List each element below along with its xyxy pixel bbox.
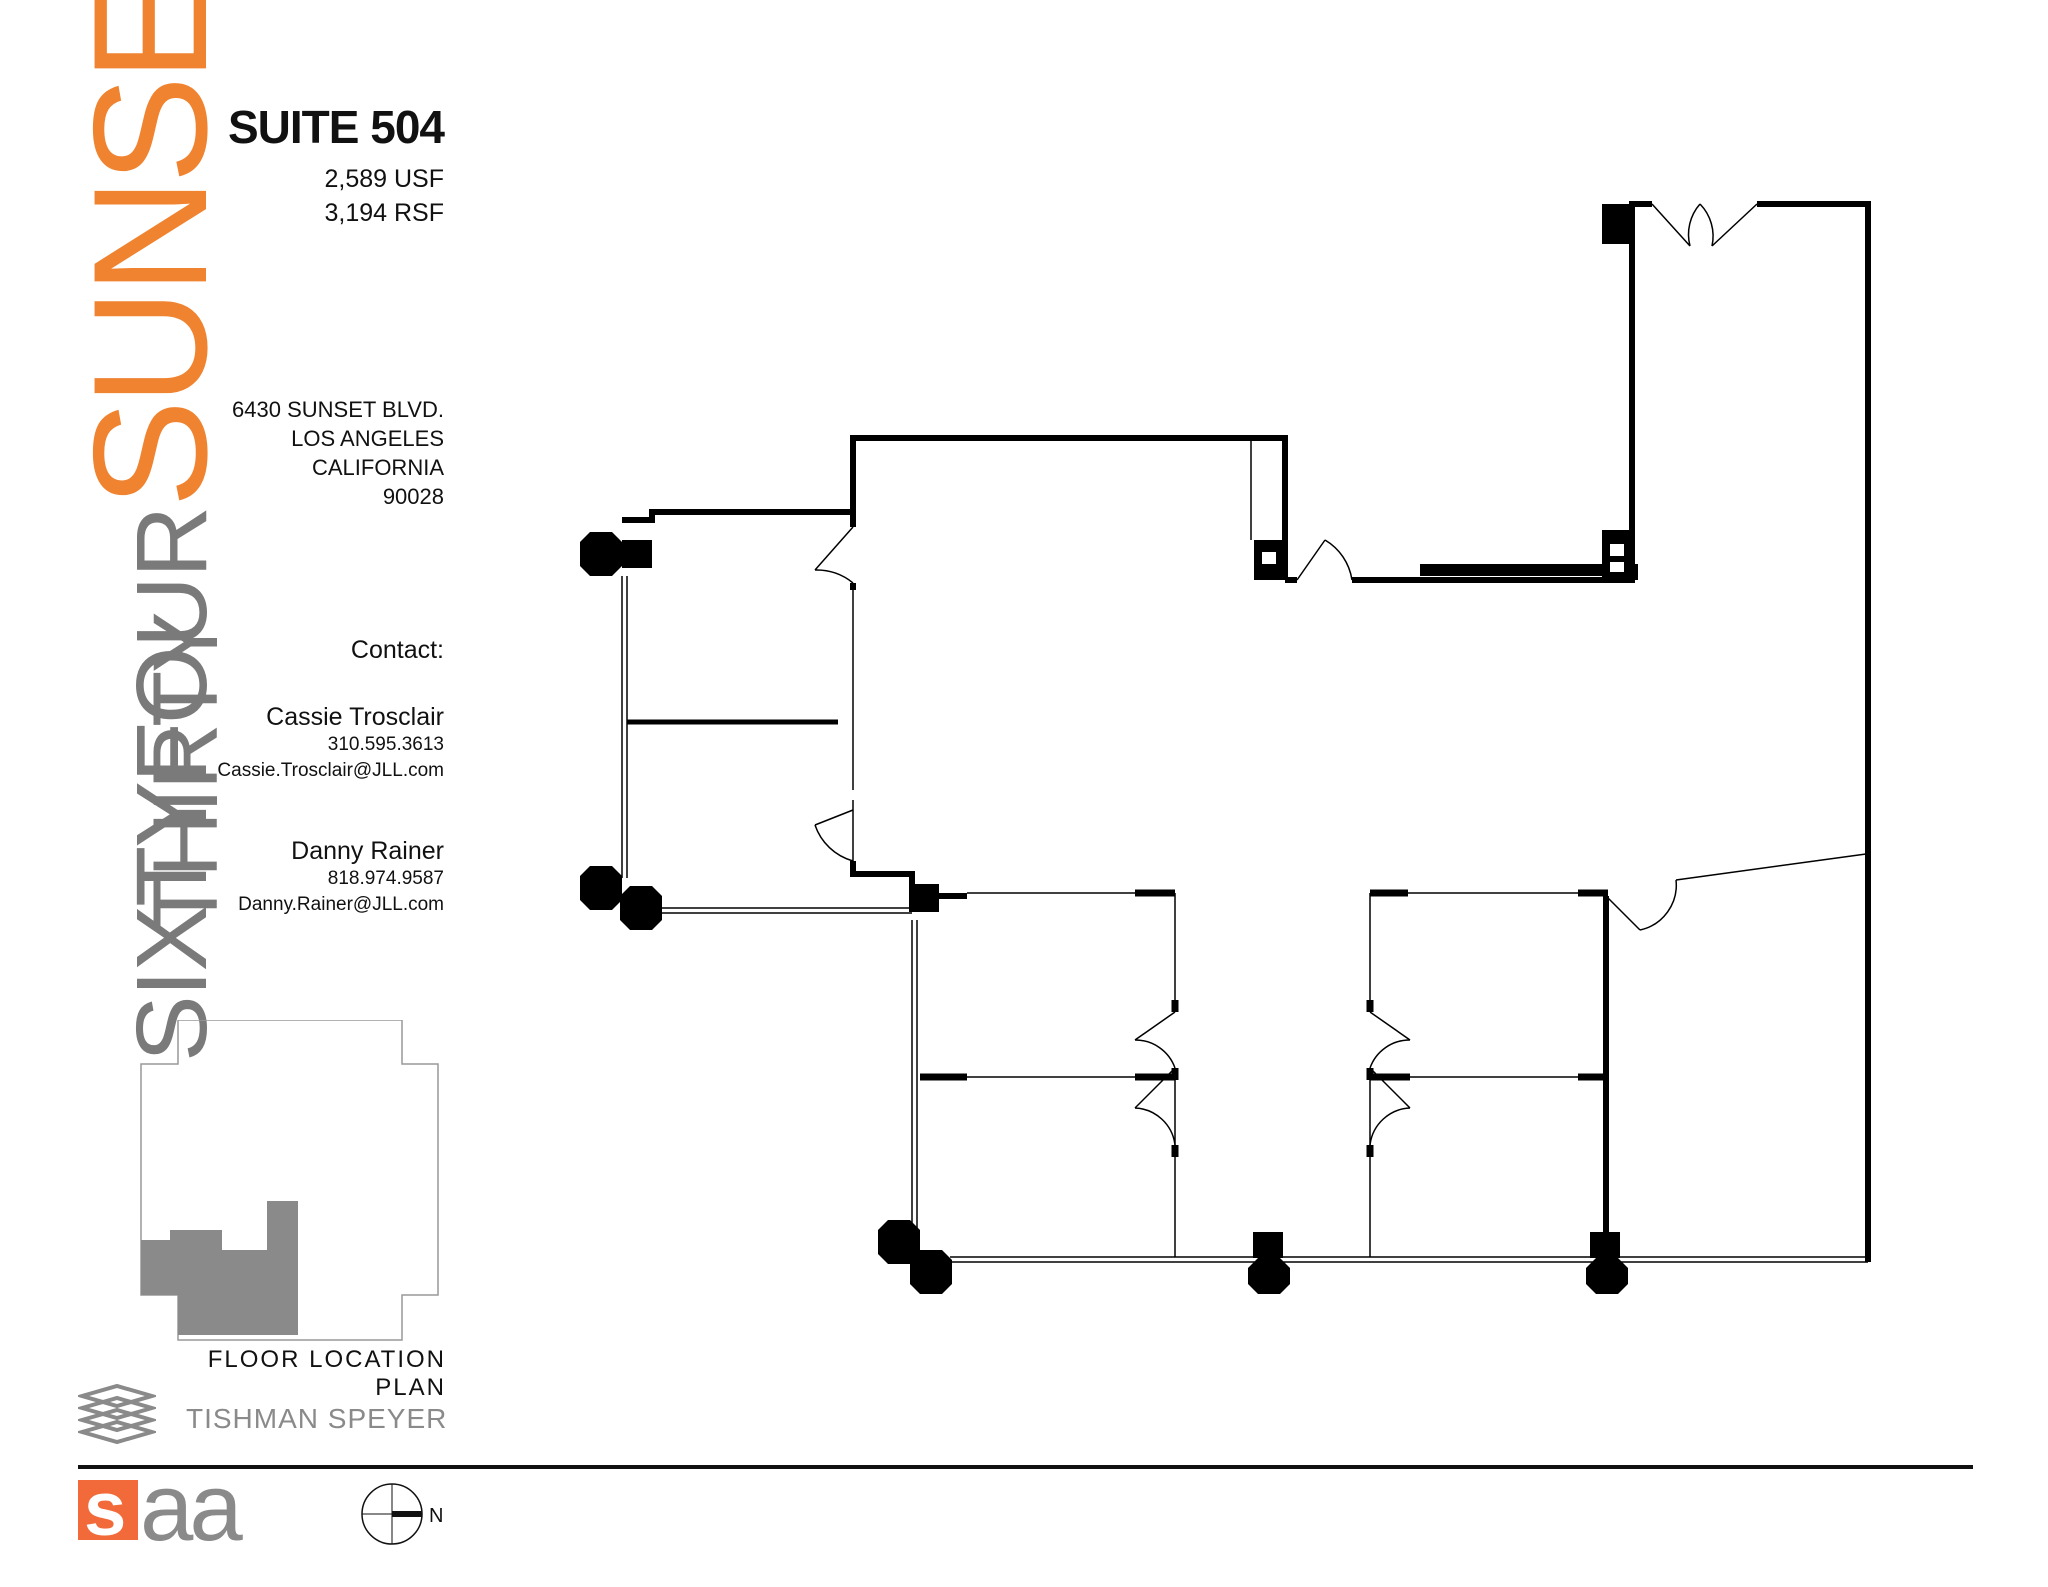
contact-name: Cassie Trosclair <box>266 703 444 731</box>
address-city: LOS ANGELES <box>291 426 444 451</box>
contact-email[interactable]: Danny.Rainer@JLL.com <box>238 894 444 915</box>
contact-phone[interactable]: 310.595.3613 <box>327 734 444 755</box>
contact-heading: Contact: <box>350 636 444 664</box>
contact-email[interactable]: Cassie.Trosclair@JLL.com <box>217 760 444 781</box>
contact-phone[interactable]: 818.974.9587 <box>327 868 444 889</box>
structural-columns <box>580 204 1632 1294</box>
tishman-speyer-logo-icon <box>78 1383 156 1445</box>
architect-logo-mark: s <box>78 1467 138 1552</box>
address-state: CALIFORNIA <box>311 455 444 480</box>
suite-area: 2,589 USF 3,194 RSF <box>160 162 444 230</box>
suite-title: SUITE 504 <box>228 101 445 153</box>
east-wall <box>1757 201 1871 1262</box>
contact-card: Cassie Trosclair 310.595.3613 Cassie.Tro… <box>160 702 444 784</box>
building-footprint <box>140 1020 439 1341</box>
address-zip: 90028 <box>382 484 444 509</box>
east-wing-wall <box>1352 201 1652 583</box>
north-wall <box>622 435 1288 580</box>
contact-name: Danny Rainer <box>291 837 444 865</box>
north-label: N <box>429 1505 444 1527</box>
owner-name: TISHMAN SPEYER <box>186 1403 448 1434</box>
address-block: 6430 SUNSET BLVD. LOS ANGELES CALIFORNIA… <box>160 395 444 511</box>
floor-location-plan-label: FLOOR LOCATION PLAN <box>207 1346 446 1401</box>
usable-square-feet: 2,589 USF <box>324 165 444 193</box>
architect-logo-letter: s <box>84 1467 127 1552</box>
contact-card: Danny Rainer 818.974.9587 Danny.Rainer@J… <box>160 836 444 918</box>
suite-location-highlight <box>141 1201 298 1335</box>
footer-divider <box>78 1465 1973 1469</box>
rentable-square-feet: 3,194 RSF <box>324 199 444 227</box>
architect-logo-text: aa <box>140 1454 243 1561</box>
address-street: 6430 SUNSET BLVD. <box>232 397 444 422</box>
floor-location-key-plan <box>140 1020 439 1341</box>
north-arrow-icon <box>361 1483 423 1545</box>
